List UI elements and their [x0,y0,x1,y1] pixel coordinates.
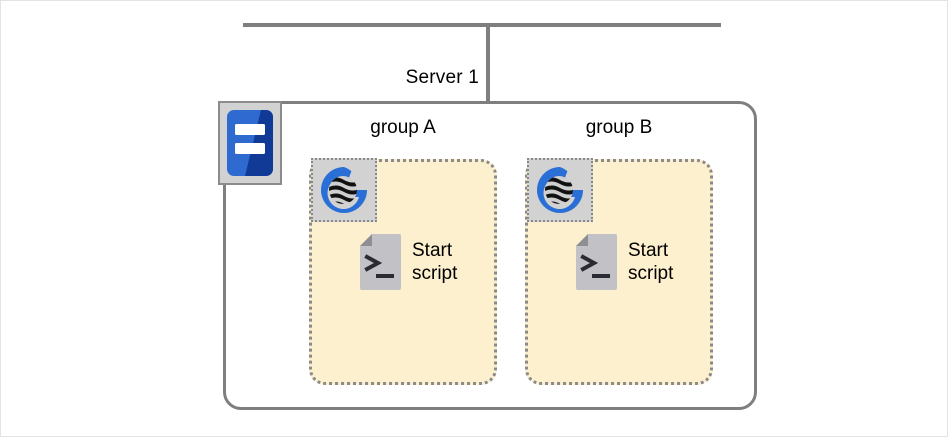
server-drop-connector-line [486,23,490,103]
start-script-a: Start script [358,233,457,291]
terminal-script-icon [360,234,401,290]
group-box-b [525,159,713,385]
start-script-label-a: Start script [412,240,458,284]
network-bus-line [243,23,721,27]
glassfish-instance-icon [527,158,593,222]
server-icon [218,101,282,185]
terminal-script-icon [576,234,617,290]
group-label-a: group A [370,117,436,138]
server-label: Server 1 [405,67,479,88]
glassfish-instance-icon [311,158,377,222]
start-script-label-b: Start script [628,240,674,284]
start-script-b: Start script [574,233,673,291]
group-label-b: group B [585,117,653,138]
server-container-box [223,101,757,410]
